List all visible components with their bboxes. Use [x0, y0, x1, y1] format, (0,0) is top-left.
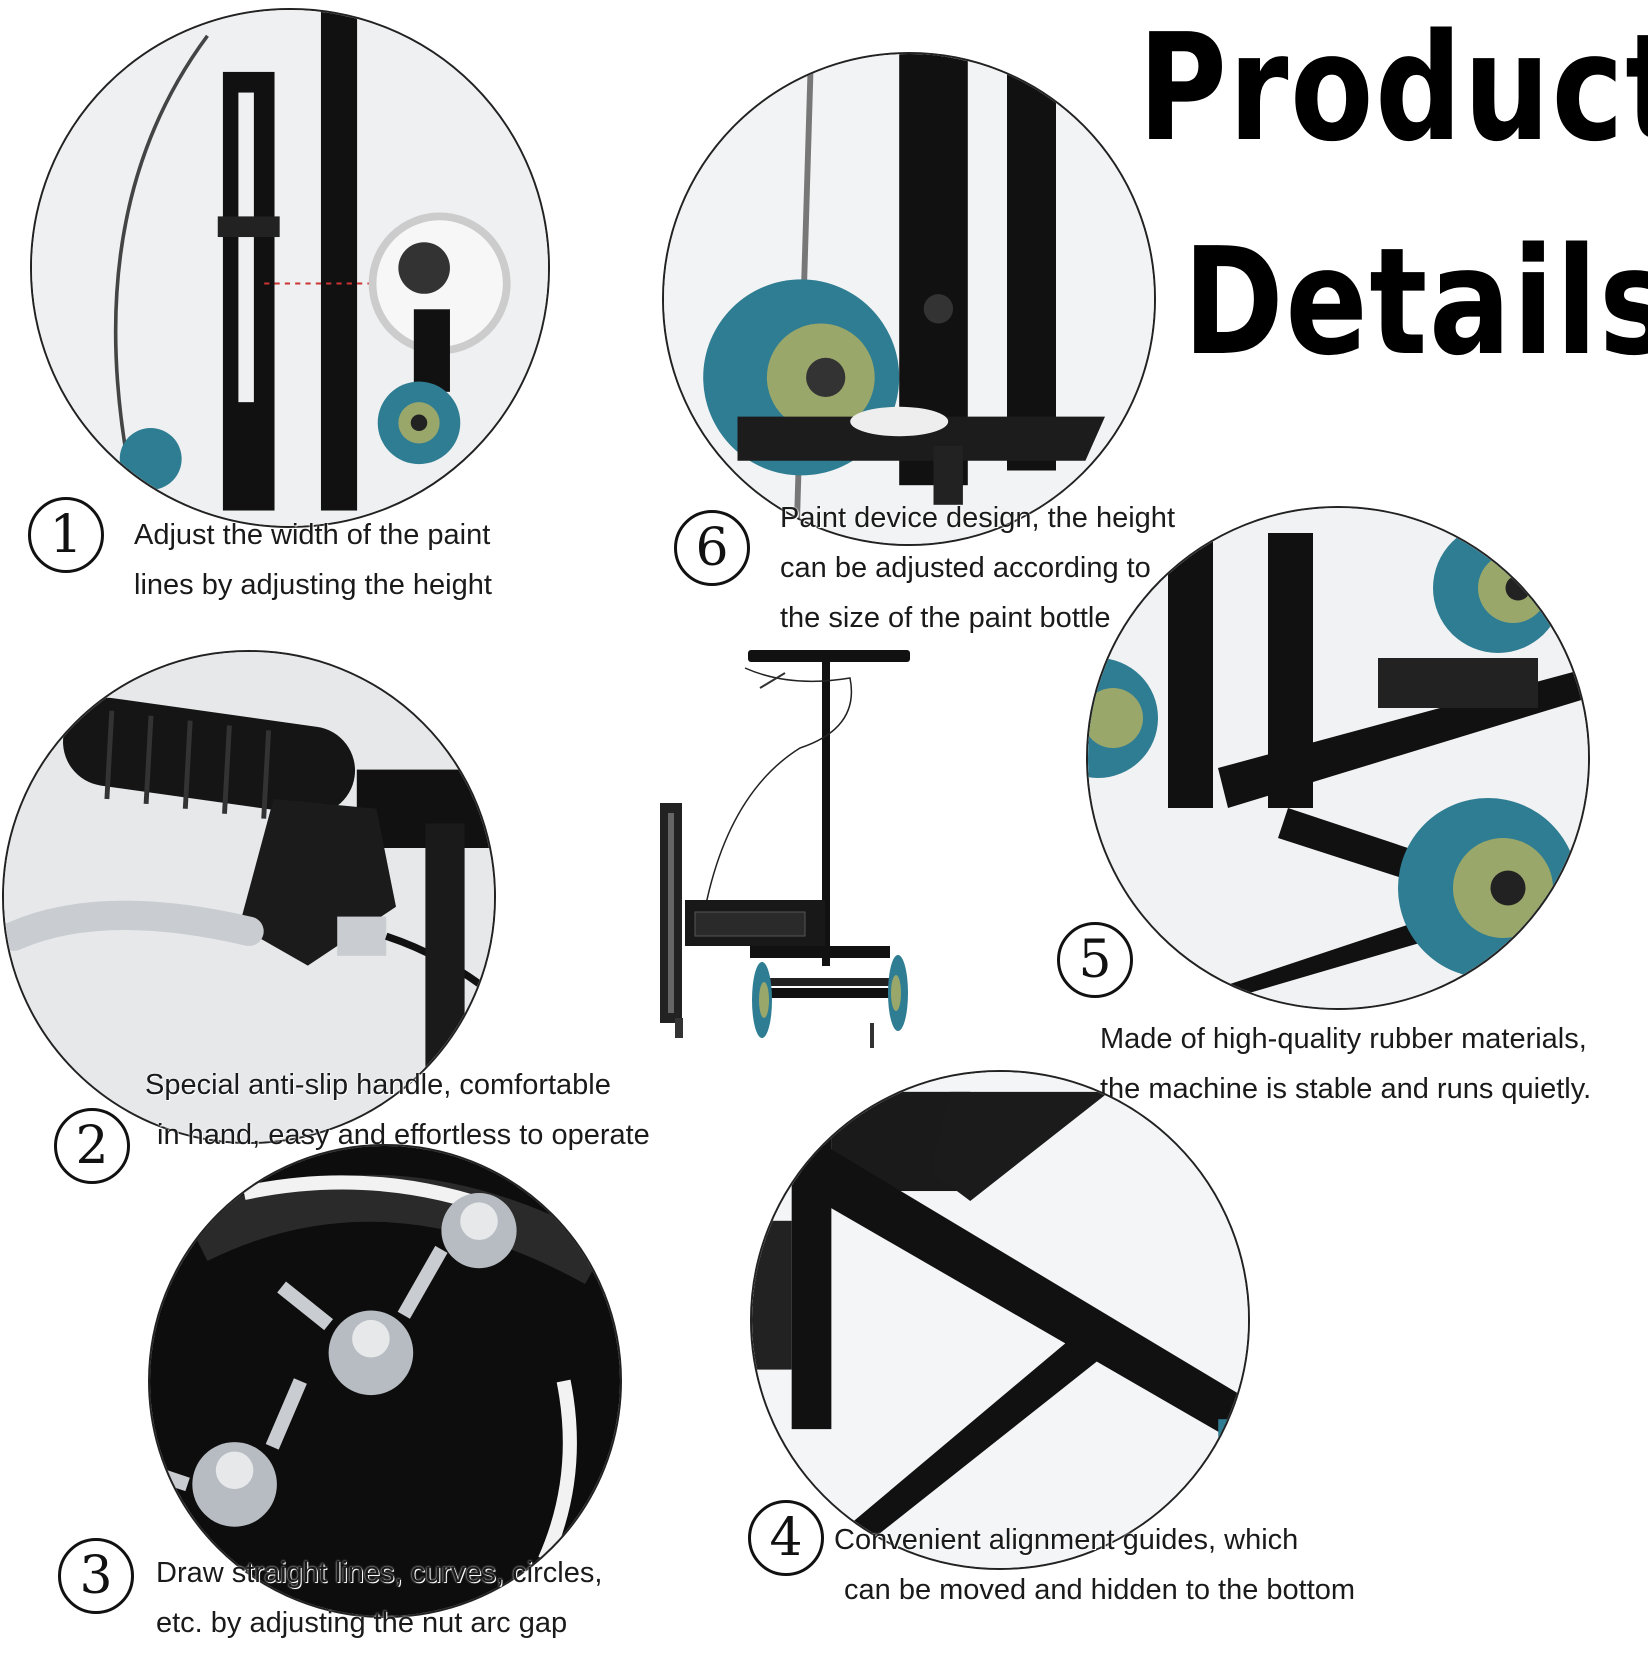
paint-device-illustration [664, 54, 1154, 544]
caption-6-line-3: the size of the paint bottle [780, 602, 1111, 634]
caption-5: Made of high-quality rubber materials, t… [1100, 1014, 1591, 1114]
caption-4-line-1: Convenient alignment guides, which [834, 1524, 1299, 1556]
number-badge-5: 5 [1057, 922, 1133, 998]
caption-3: Draw straight lines, curves, circles, et… [156, 1548, 602, 1648]
caption-1-line-1: Adjust the width of the paint [134, 519, 491, 551]
alignment-guide-illustration [752, 1072, 1248, 1568]
marking-machine-illustration [660, 650, 910, 1048]
rubber-wheel-illustration [1088, 508, 1588, 1008]
caption-6: Paint device design, the height can be a… [780, 493, 1175, 643]
detail-image-alignment-guide [750, 1070, 1250, 1570]
caption-4-line-2: can be moved and hidden to the bottom [844, 1574, 1356, 1606]
height-adjust-illustration [32, 10, 548, 526]
number-badge-4: 4 [748, 1500, 824, 1576]
caption-3-line-1: Draw straight lines, curves, circles, [156, 1557, 603, 1589]
detail-image-handle [2, 650, 496, 1144]
caption-5-line-1: Made of high-quality rubber materials, [1100, 1023, 1587, 1055]
caption-6-line-2: can be adjusted according to [780, 552, 1151, 584]
caption-3-line-2: etc. by adjusting the nut arc gap [156, 1607, 568, 1639]
caption-6-line-1: Paint device design, the height [780, 502, 1175, 534]
number-badge-2: 2 [54, 1108, 130, 1184]
wing-nut-illustration [150, 1146, 620, 1616]
number-badge-1: 1 [28, 497, 104, 573]
caption-4: Convenient alignment guides, which can b… [834, 1515, 1355, 1615]
detail-image-height-adjust [30, 8, 550, 528]
title-product: Product [1138, 2, 1648, 174]
number-badge-6: 6 [674, 510, 750, 586]
title-details: Details [1183, 216, 1648, 388]
detail-image-wing-nut [148, 1144, 622, 1618]
handle-illustration [4, 652, 494, 1142]
number-badge-3: 3 [58, 1538, 134, 1614]
caption-1-line-2: lines by adjusting the height [134, 569, 492, 601]
product-image-marking-machine [640, 638, 940, 1070]
detail-image-paint-device [662, 52, 1156, 546]
caption-2: Special anti-slip handle, comfortable in… [145, 1060, 650, 1160]
caption-5-line-2: the machine is stable and runs quietly. [1100, 1073, 1592, 1105]
caption-2-line-1: Special anti-slip handle, comfortable [145, 1069, 611, 1101]
caption-1: Adjust the width of the paint lines by a… [134, 510, 492, 610]
detail-image-rubber-wheel [1086, 506, 1590, 1010]
